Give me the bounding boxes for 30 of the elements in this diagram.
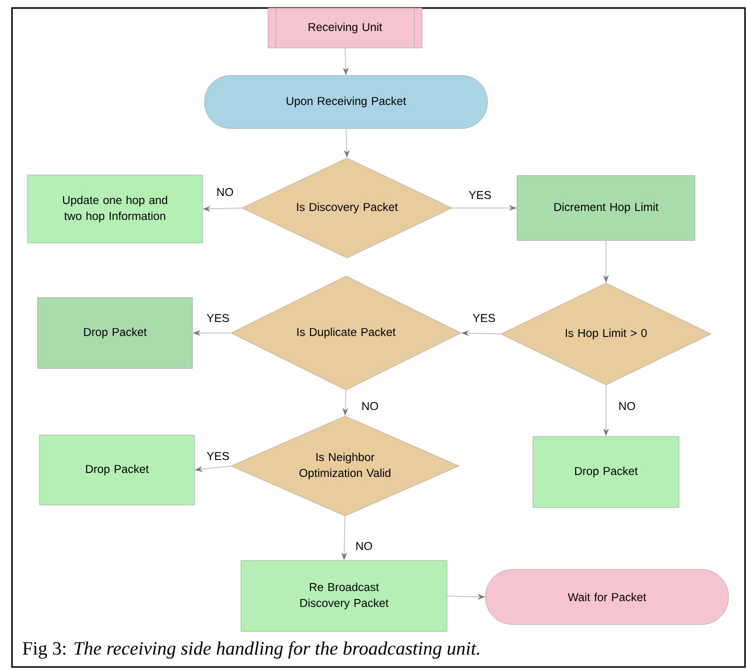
arrow xyxy=(343,48,348,75)
arrow xyxy=(603,385,609,436)
edge-label: NO xyxy=(617,400,637,412)
process-box: Drop Packet xyxy=(37,297,193,369)
process-box: Drop Packet xyxy=(532,436,680,508)
edge-label: YES xyxy=(472,312,496,324)
edge-label: YES xyxy=(206,450,230,462)
caption: Fig 3: The receiving side handling for the broadcasting unit. xyxy=(22,641,480,659)
arrow xyxy=(462,330,501,336)
process-box: Receiving Unit xyxy=(268,8,422,48)
arrow xyxy=(341,516,347,560)
arrow xyxy=(193,330,231,336)
terminal-box: Wait for Packet xyxy=(485,569,729,625)
edge-label: YES xyxy=(206,312,230,324)
arrow xyxy=(447,594,485,600)
process-box: Dicrement Hop Limit xyxy=(516,175,696,241)
process-box: Drop Packet xyxy=(39,434,195,506)
process-box: Re Broadcast Discovery Packet xyxy=(240,560,448,632)
arrow xyxy=(342,390,348,416)
process-box: Update one hop and two hop Information xyxy=(27,174,203,244)
edge-label: NO xyxy=(354,540,374,552)
arrow xyxy=(344,128,350,158)
edge-label: NO xyxy=(215,186,235,198)
edge-label: NO xyxy=(360,400,380,412)
arrow xyxy=(203,206,242,212)
arrow xyxy=(603,240,609,282)
terminal-box: Upon Receiving Packet xyxy=(204,75,488,129)
arrow xyxy=(195,466,231,472)
arrow xyxy=(452,205,516,211)
edge-label: YES xyxy=(468,190,492,200)
